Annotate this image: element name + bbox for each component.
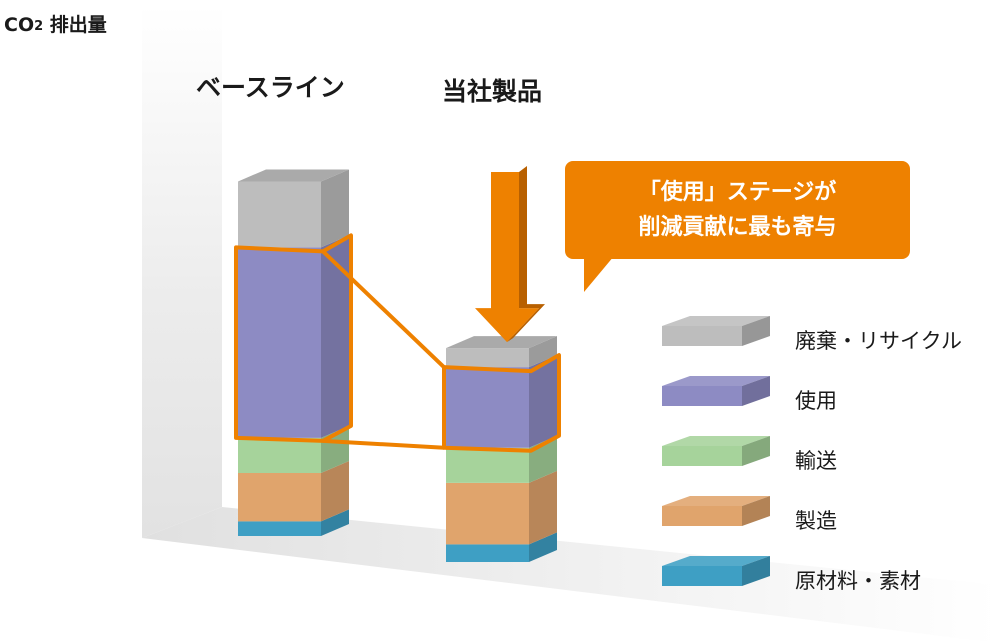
- legend-swatch-manufacturing: [662, 496, 770, 526]
- arrow-front: [475, 172, 539, 343]
- bar-segment-baseline-manufacturing: [238, 461, 349, 522]
- swatch-front: [662, 566, 742, 586]
- segment-side-face: [321, 235, 349, 438]
- legend-label-manufacturing: 製造: [795, 509, 837, 533]
- bar-segment-our-product-manufacturing: [446, 470, 557, 545]
- legend-swatches: [662, 316, 770, 586]
- bar-segment-baseline-use: [238, 235, 349, 438]
- swatch-side: [742, 316, 770, 346]
- y-axis-title: CO2 排出量: [4, 14, 107, 36]
- swatch-top: [662, 556, 770, 566]
- segment-front-face: [446, 348, 529, 368]
- callout-line-2: 削減貢献に最も寄与: [638, 215, 837, 240]
- reduction-arrow: [475, 166, 545, 343]
- swatch-front: [662, 446, 742, 466]
- swatch-top: [662, 316, 770, 326]
- highlight-overlay: [234, 166, 561, 453]
- legend-swatch-materials: [662, 556, 770, 586]
- segment-side-face: [529, 355, 557, 448]
- legend-label-materials: 原材料・素材: [795, 569, 921, 593]
- segment-top-face: [446, 336, 557, 349]
- legend-label-disposal: 廃棄・リサイクル: [795, 329, 962, 353]
- segment-front-face: [446, 482, 529, 545]
- connector-top: [321, 249, 446, 369]
- swatch-side: [742, 436, 770, 466]
- segment-front-face: [446, 544, 529, 562]
- callout-tail: [584, 256, 614, 292]
- swatch-side: [742, 376, 770, 406]
- segment-front-face: [238, 181, 321, 248]
- segment-front-face: [238, 521, 321, 536]
- swatch-top: [662, 436, 770, 446]
- chart-walls: [142, 5, 998, 643]
- category-label-our-product: 当社製品: [442, 77, 543, 106]
- swatch-top: [662, 496, 770, 506]
- segment-top-face: [238, 169, 349, 182]
- bar-segment-our-product-disposal: [446, 336, 557, 368]
- bar-segment-baseline-materials: [238, 509, 349, 536]
- bars-layer: [238, 169, 557, 562]
- segment-front-face: [446, 447, 529, 483]
- swatch-side: [742, 496, 770, 526]
- bar-stack-baseline: [238, 169, 349, 536]
- swatch-front: [662, 326, 742, 346]
- segment-front-face: [238, 247, 321, 438]
- segment-side-face: [529, 470, 557, 545]
- segment-front-face: [238, 437, 321, 474]
- category-label-baseline: ベースライン: [196, 73, 345, 102]
- segment-side-face: [321, 461, 349, 522]
- callout-line-1: 「使用」ステージが: [638, 180, 837, 205]
- segment-side-face: [321, 169, 349, 248]
- legend-swatch-transport: [662, 436, 770, 466]
- swatch-front: [662, 506, 742, 526]
- segment-front-face: [238, 473, 321, 522]
- swatch-side: [742, 556, 770, 586]
- segment-front-face: [446, 367, 529, 448]
- bar-stack-our-product: [446, 336, 557, 562]
- bar-segment-our-product-materials: [446, 532, 557, 562]
- segment-side-face: [529, 336, 557, 368]
- segment-side-face: [321, 509, 349, 536]
- callout-box: 「使用」ステージが 削減貢献に最も寄与: [565, 161, 910, 259]
- bar-segment-our-product-use: [446, 355, 557, 448]
- connector-bottom: [322, 438, 445, 450]
- legend-label-use: 使用: [795, 389, 837, 413]
- legend-label-transport: 輸送: [795, 449, 837, 473]
- segment-side-face: [529, 532, 557, 562]
- legend-swatch-use: [662, 376, 770, 406]
- back-wall: [142, 5, 222, 538]
- swatch-front: [662, 386, 742, 406]
- arrow-side: [507, 166, 545, 343]
- legend-swatch-disposal: [662, 316, 770, 346]
- swatch-top: [662, 376, 770, 386]
- bar-segment-baseline-disposal: [238, 169, 349, 248]
- floor: [142, 507, 998, 643]
